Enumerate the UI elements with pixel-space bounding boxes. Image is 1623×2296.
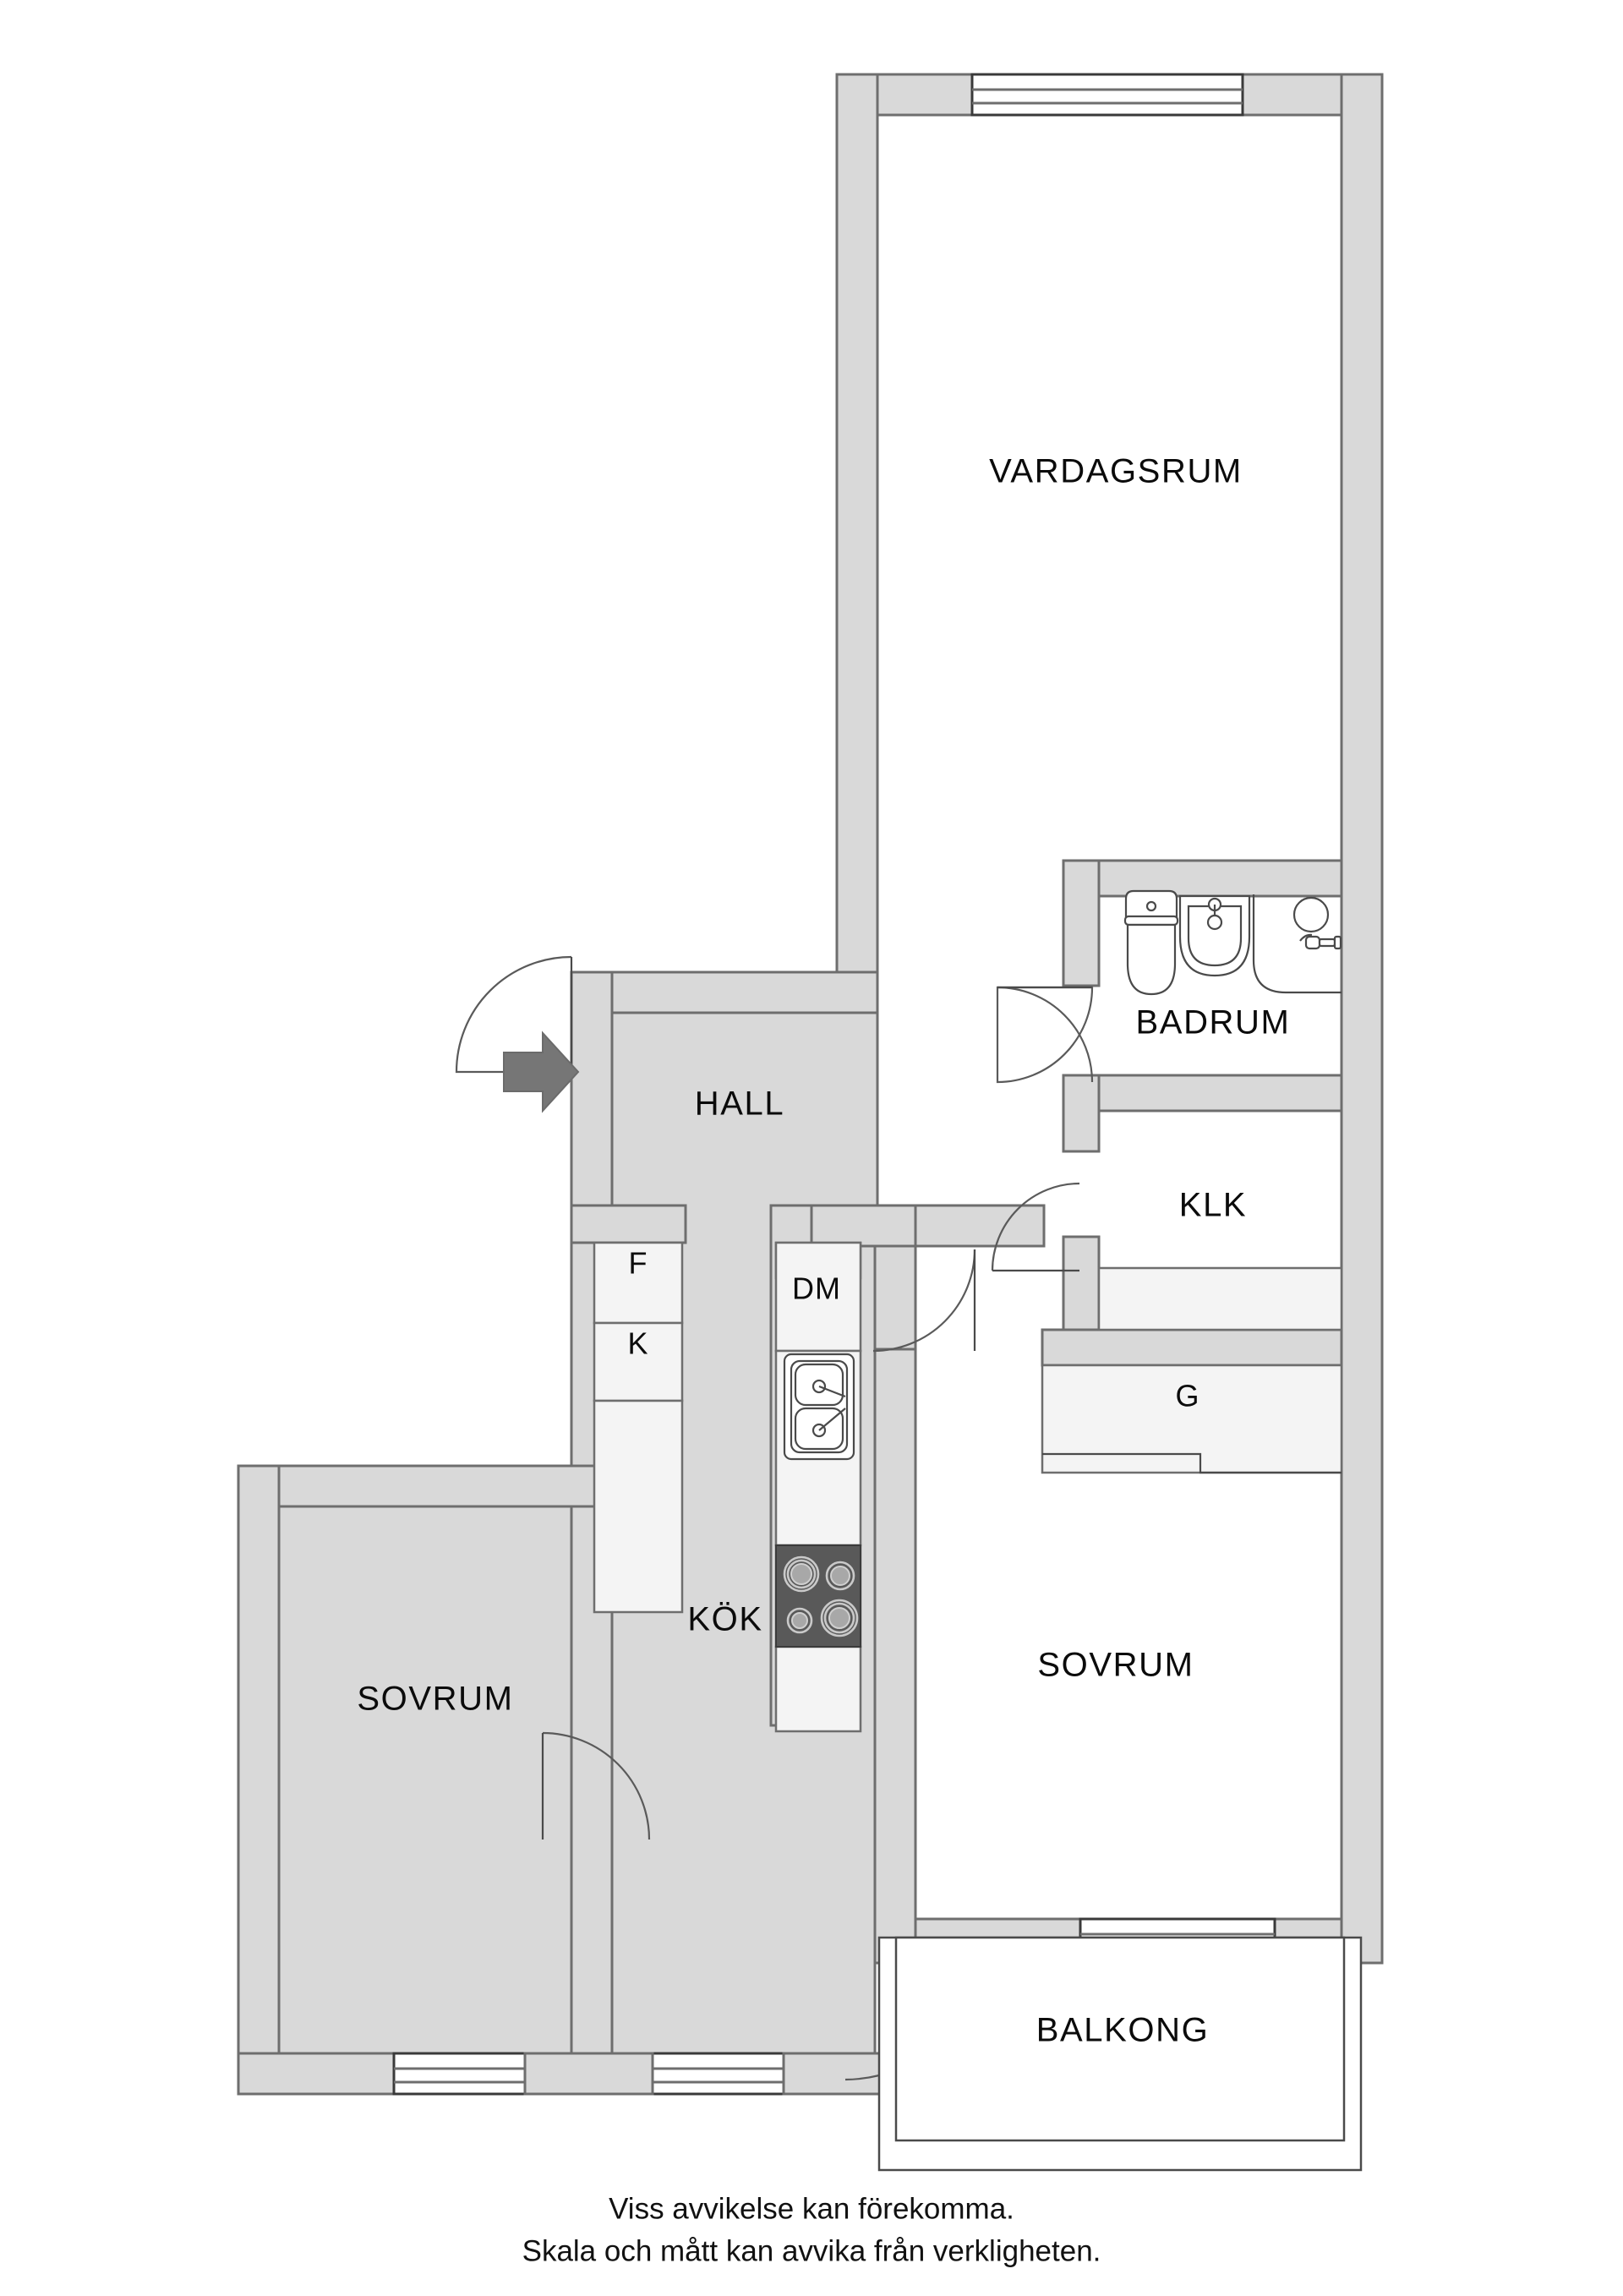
room-label-vardagsrum: VARDAGSRUM [989,453,1243,490]
room-label-klk: KLK [1179,1187,1247,1224]
wall-fridge-stub [570,1204,687,1244]
room-labels-group: VARDAGSRUM BADRUM HALL KLK SOVRUM KÖK SO… [357,453,1291,2049]
disclaimer-line-1: Viss avvikelse kan förekomma. [609,2192,1014,2225]
room-label-sovrum-right: SOVRUM [1037,1647,1194,1684]
washbasin-fixture [1178,894,1251,977]
freezer-cabinet [593,1321,684,1402]
stove-hob-fixture [775,1544,861,1648]
appliance-label-freezer: K [627,1326,648,1361]
wall-klk-left-upper [1062,1074,1101,1153]
wall-hall-top [570,970,879,1014]
entrance-direction-arrow [503,1030,580,1113]
entrance-door-swing[interactable] [455,955,573,1074]
wall-right-exterior [1340,73,1384,1965]
shower-fixture [1252,894,1342,994]
disclaimer-line-2: Skala och mått kan avvika från verklighe… [522,2234,1101,2267]
wall-bathroom-top [1062,859,1343,898]
bathroom-door-swing[interactable] [996,986,1094,1084]
wall-bathroom-bottom [1062,1074,1343,1112]
kitchen-counter-left [593,1399,684,1614]
appliance-labels-group: F K DM G [627,1246,1199,1413]
bathroom-fixtures-group [1123,889,1342,996]
room-label-badrum: BADRUM [1136,1004,1291,1041]
wall-bottom-right-stub [782,2052,898,2096]
wall-klk-bottom [1041,1328,1343,1367]
wall-left-bedroom-left [237,1464,281,2096]
wall-hall-left [570,970,614,1207]
room-label-kok: KÖK [687,1601,762,1638]
wall-pier-between-windows [523,2052,654,2096]
dishwasher-cabinet [774,1241,862,1353]
room-label-hall: HALL [695,1085,784,1123]
balcony-slab [877,1936,1363,2172]
wall-klk-left-lower [1062,1235,1101,1331]
appliance-label-wardrobe: G [1175,1379,1199,1413]
room-label-balkong: BALKONG [1036,2012,1210,2049]
appliance-label-dishwasher: DM [792,1271,841,1306]
kitchen-counter-right-lower [774,1645,862,1733]
window-living-room [970,73,1244,117]
klk-door-swing[interactable] [991,1182,1080,1272]
right-bedroom-door-swing[interactable] [872,1249,976,1353]
wall-bathroom-left [1062,859,1101,987]
window-left-bedroom-2 [651,2052,785,2096]
kitchen-sink-fixture [783,1353,855,1461]
room-label-sovrum-left: SOVRUM [357,1681,513,1718]
toilet-fixture [1123,889,1179,996]
appliance-label-fridge: F [629,1246,648,1281]
wall-left-bedroom-top [237,1464,614,1508]
wardrobe-group [1041,1266,1343,1474]
klk-shelf [1097,1266,1343,1331]
wall-left-living [835,73,879,989]
wall-right-bedroom-left [873,1346,917,1965]
window-left-bedroom-1 [392,2052,527,2096]
left-bedroom-door-swing[interactable] [541,1731,651,1840]
disclaimer-block: Viss avvikelse kan förekomma. Skala och … [522,2192,1101,2267]
